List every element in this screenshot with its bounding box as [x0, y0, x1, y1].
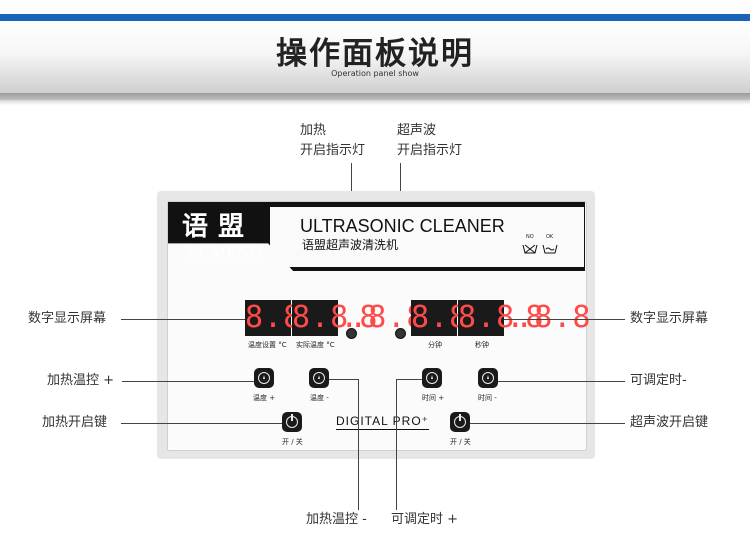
second-caption: 秒钟 [475, 341, 489, 349]
callout-time-up: 可调定时 + [391, 512, 459, 527]
power-icon [286, 414, 298, 428]
panel-header-white [270, 207, 584, 267]
heat-power-caption: 开 / 关 [282, 438, 303, 446]
leader-heat-power [121, 423, 282, 424]
logo-english: YUMENG [186, 244, 263, 261]
leader-time-up-h [396, 379, 422, 380]
page-subtitle: Operation panel show [331, 69, 419, 78]
leader-heat-down-h [329, 379, 359, 380]
ok-label: OK [546, 234, 554, 240]
temp-down-button[interactable] [309, 368, 329, 388]
leader-heat-up [122, 381, 254, 382]
minute-display: 8.8.8.8 [411, 300, 543, 336]
callout-display-right: 数字显示屏幕 [630, 311, 709, 326]
callout-heat-up: 加热温控 + [47, 373, 115, 388]
ultrasonic-indicator-led [395, 328, 406, 339]
down-arrow-icon [313, 372, 325, 384]
temp-set-display: 8.8.8.8 [245, 300, 377, 336]
leader-display-left [121, 319, 245, 320]
callout-heat-led-line2: 开启指示灯 [300, 143, 366, 158]
ultrasonic-power-caption: 开 / 关 [450, 438, 471, 446]
power-icon [454, 414, 466, 428]
temp-set-caption: 温度设置 °C [248, 341, 287, 349]
time-down-button[interactable] [478, 368, 498, 388]
callout-ultra-led-line2: 开启指示灯 [397, 143, 463, 158]
header-shadow [0, 93, 750, 105]
temp-up-caption: 温度 + [253, 394, 276, 402]
temp-actual-caption: 实际温度 °C [296, 341, 335, 349]
heat-indicator-led [346, 328, 357, 339]
minute-caption: 分钟 [428, 341, 442, 349]
callout-display-left: 数字显示屏幕 [28, 311, 107, 326]
header-band [0, 21, 750, 93]
ultrasonic-power-button[interactable] [450, 412, 470, 432]
callout-heat-down: 加热温控 - [306, 512, 367, 527]
temp-down-caption: 温度 - [310, 394, 329, 402]
leader-time-down [498, 381, 625, 382]
second-display: 8.8.8.8 [458, 300, 590, 336]
leader-ultra-power [470, 423, 625, 424]
temp-up-button[interactable] [254, 368, 274, 388]
logo-chinese: 语盟 [182, 212, 255, 242]
callout-heat-power: 加热开启键 [42, 415, 108, 430]
time-down-caption: 时间 - [478, 394, 497, 402]
up-arrow-icon [258, 372, 270, 384]
callout-time-down: 可调定时- [630, 373, 687, 388]
temp-actual-display: 8.8.8.8 [292, 300, 424, 336]
leader-display-right [504, 319, 625, 320]
callout-ultra-power: 超声波开启键 [630, 415, 709, 430]
leader-heat-down-v [358, 379, 359, 510]
wash-ok-icon [542, 240, 558, 254]
leader-time-up-v [396, 379, 397, 510]
brand-english: ULTRASONIC CLEANER [300, 216, 505, 236]
page-title: 操作面板说明 [276, 36, 474, 72]
down-arrow-icon [482, 372, 494, 384]
up-arrow-icon [426, 372, 438, 384]
no-wash-icon [522, 240, 538, 254]
time-up-caption: 时间 + [422, 394, 445, 402]
brand-chinese: 语盟超声波清洗机 [302, 238, 399, 252]
header-accent-line [0, 14, 750, 21]
heat-power-button[interactable] [282, 412, 302, 432]
callout-heat-led-line1: 加热 [300, 123, 327, 138]
callout-ultra-led-line1: 超声波 [397, 123, 437, 138]
no-label: NO [526, 234, 534, 240]
digital-pro-label: DIGITAL PRO⁺ [336, 414, 430, 430]
time-up-button[interactable] [422, 368, 442, 388]
